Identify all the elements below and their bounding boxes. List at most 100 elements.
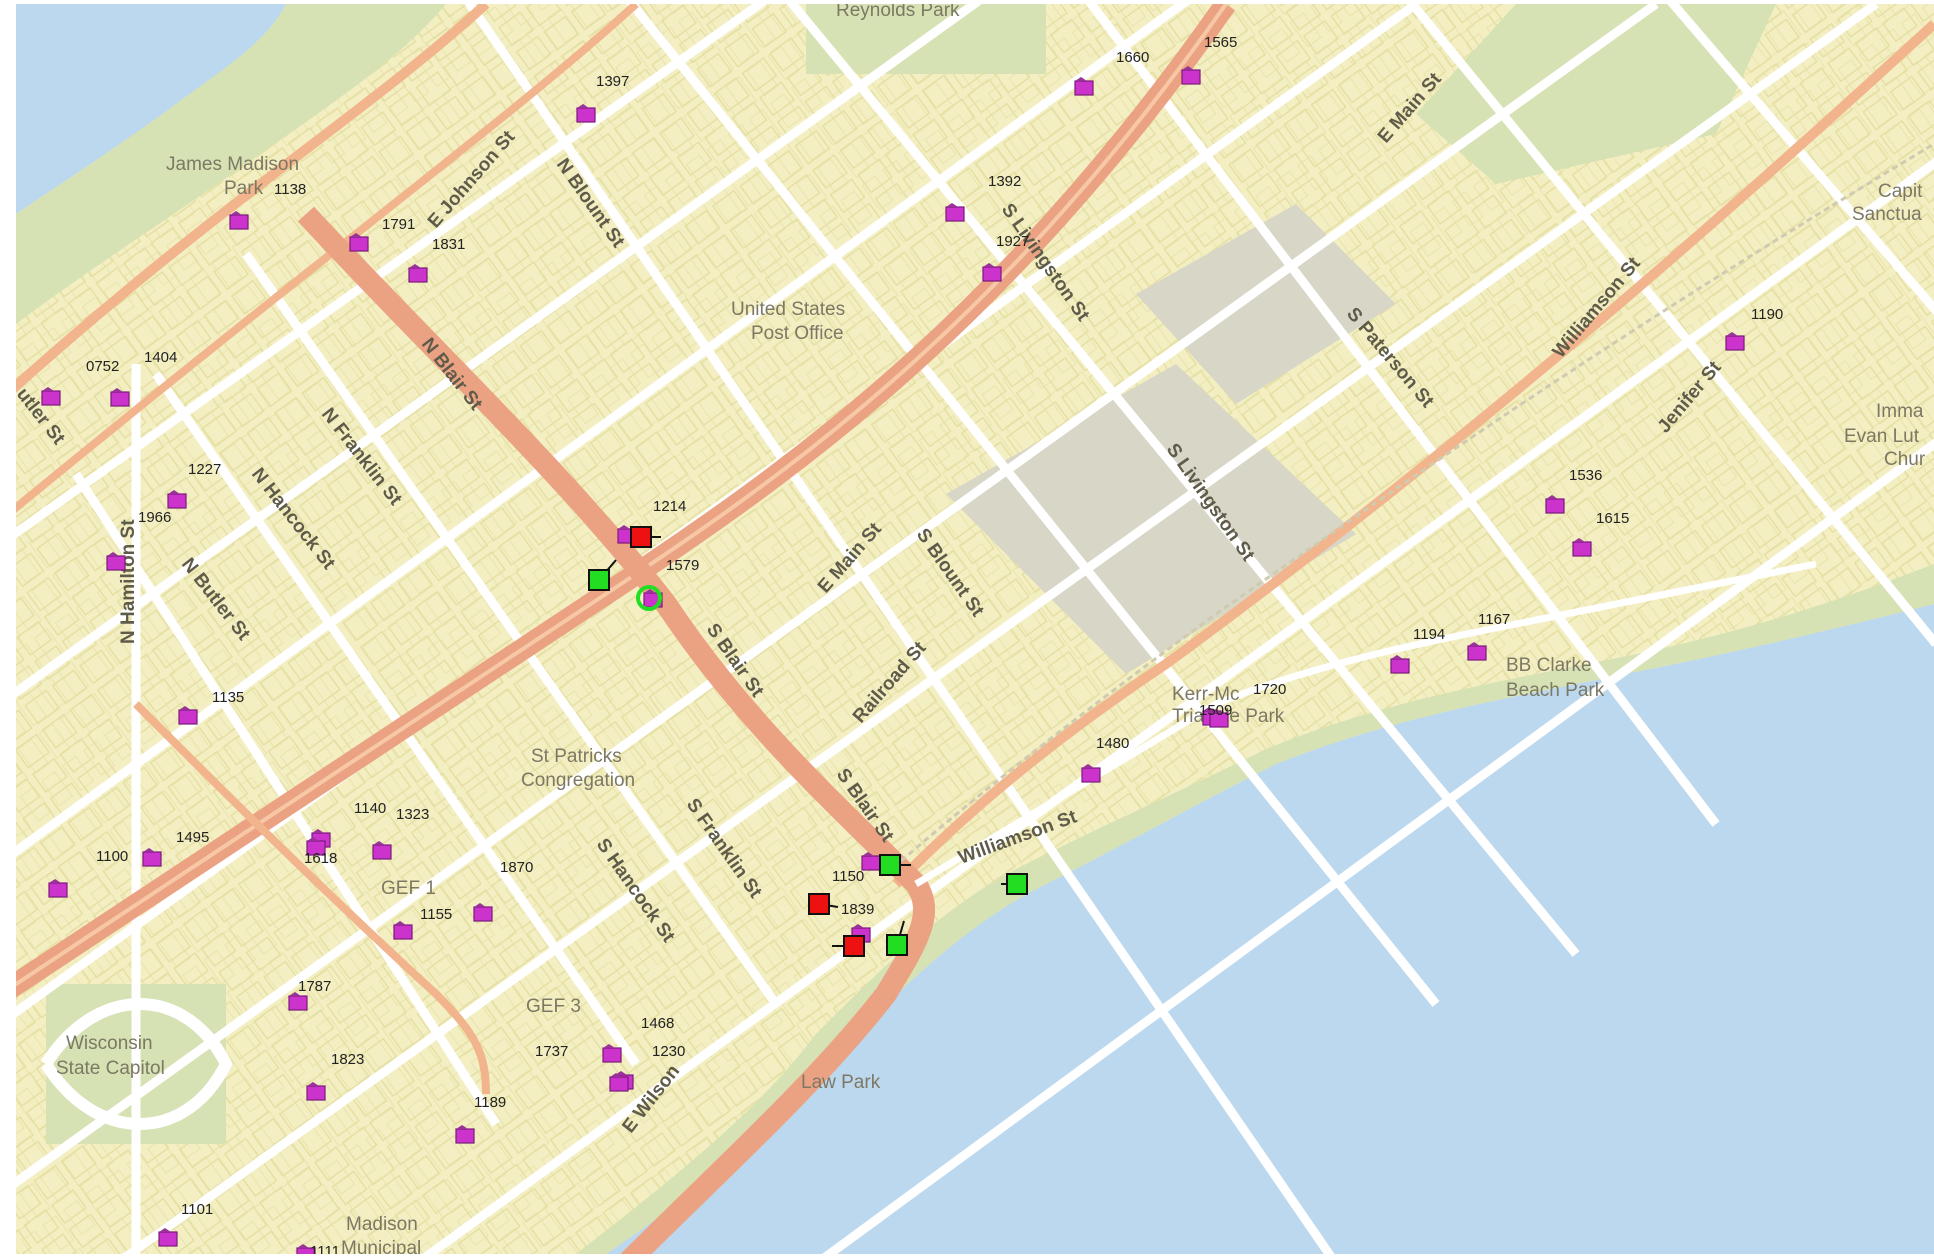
place-label: James Madison	[166, 154, 299, 175]
poi-marker[interactable]	[861, 852, 881, 871]
poi-number-label: 1404	[144, 349, 177, 366]
poi-marker[interactable]	[41, 387, 61, 406]
poi-marker[interactable]	[408, 264, 428, 283]
poi-marker[interactable]	[1467, 642, 1487, 661]
johnson-arterial	[16, 4, 490, 393]
poi-number-label: 1155	[420, 906, 452, 923]
shoreline-park-south	[576, 564, 1934, 1254]
poi-marker[interactable]	[1209, 709, 1229, 728]
poi-marker[interactable]	[178, 706, 198, 725]
poi-marker[interactable]	[306, 837, 326, 856]
poi-number-label: 1135	[212, 689, 244, 706]
place-label: Wisconsin	[66, 1033, 153, 1054]
poi-marker[interactable]	[393, 921, 413, 940]
poi-marker[interactable]	[1074, 77, 1094, 96]
poi-number-label: 1397	[596, 73, 629, 90]
poi-marker[interactable]	[296, 1244, 316, 1254]
poi-marker[interactable]	[106, 552, 126, 571]
poi-marker[interactable]	[306, 1082, 326, 1101]
poi-marker[interactable]	[473, 903, 493, 922]
poi-marker[interactable]	[1572, 538, 1592, 557]
poi-number-label: 1101	[181, 1201, 213, 1218]
place-label: Capit	[1878, 181, 1923, 202]
poi-marker[interactable]	[945, 203, 965, 222]
poi-marker[interactable]	[142, 848, 162, 867]
poi-marker[interactable]	[158, 1228, 178, 1247]
place-label: Imma	[1876, 401, 1924, 422]
place-label: Reynolds Park	[836, 4, 960, 21]
rail-corridor	[885, 142, 1934, 876]
place-label: State Capitol	[56, 1058, 165, 1079]
poi-labels: 1138139716601565139219271791183107521404…	[86, 34, 1783, 1254]
poi-number-label: 1323	[396, 806, 429, 823]
poi-number-label: 1167	[1478, 611, 1510, 628]
poi-number-label: 1660	[1116, 49, 1149, 66]
poi-number-label: 1791	[382, 216, 415, 233]
place-label: Sanctua	[1852, 204, 1922, 225]
poi-marker[interactable]	[229, 211, 249, 230]
place-label: Congregation	[521, 770, 635, 791]
place-label: Beach Park	[1506, 680, 1605, 701]
poi-marker[interactable]	[48, 879, 68, 898]
wilson-st	[133, 701, 490, 1095]
poi-number-label: 1190	[1751, 306, 1783, 323]
shoreline-park-north	[16, 4, 446, 324]
place-label: Chur	[1884, 449, 1926, 470]
poi-marker[interactable]	[1181, 66, 1201, 85]
sensor-green[interactable]	[1001, 873, 1028, 895]
poi-number-label: 1839	[841, 901, 874, 918]
poi-marker[interactable]	[349, 233, 369, 252]
place-label: Park	[224, 178, 264, 199]
poi-number-label: 1966	[138, 509, 171, 526]
poi-marker[interactable]	[982, 263, 1002, 282]
poi-marker[interactable]	[455, 1125, 475, 1144]
selection-ring[interactable]	[636, 585, 662, 611]
poi-number-label: 1150	[832, 868, 864, 885]
poi-marker[interactable]	[1545, 495, 1565, 514]
capitol-ring	[40, 998, 233, 1130]
poi-markers	[41, 66, 1745, 1254]
place-label: GEF 3	[526, 996, 581, 1017]
sensor-red[interactable]	[832, 935, 865, 957]
poi-number-label: 1194	[1413, 626, 1445, 643]
frame-left-margin	[0, 0, 16, 1259]
place-label: GEF 1	[381, 878, 436, 899]
poi-number-label: 1140	[354, 800, 386, 817]
poi-number-label: 1214	[653, 498, 686, 515]
poi-number-label: 1111	[310, 1243, 340, 1254]
place-label: Evan Lut	[1844, 426, 1920, 447]
poi-marker[interactable]	[576, 104, 596, 123]
sensor-red[interactable]	[808, 893, 839, 915]
poi-marker[interactable]	[288, 992, 308, 1011]
poi-number-label: 1787	[298, 978, 331, 995]
sensor-green[interactable]	[588, 559, 617, 591]
poi-marker[interactable]	[609, 1073, 629, 1092]
blair-st	[297, 206, 935, 1254]
place-label: St Patricks	[531, 746, 622, 767]
williamson-arterial	[892, 20, 1934, 888]
poi-marker[interactable]	[1725, 332, 1745, 351]
poi-marker[interactable]	[372, 841, 392, 860]
industrial-area-2	[1136, 204, 1396, 404]
lakeside-path	[914, 560, 1817, 888]
sensor-green[interactable]	[879, 854, 911, 876]
sensor-red[interactable]	[630, 526, 661, 548]
place-label: United States	[731, 299, 845, 320]
poi-number-label: 1831	[432, 236, 465, 253]
poi-marker[interactable]	[1081, 764, 1101, 783]
gorham-arterial	[16, 4, 639, 513]
sensor-green[interactable]	[886, 920, 908, 956]
place-label: Municipal	[341, 1238, 421, 1254]
poi-marker[interactable]	[110, 388, 130, 407]
poi-marker[interactable]	[1390, 655, 1410, 674]
poi-number-label: 1227	[188, 461, 221, 478]
poi-number-label: 1230	[652, 1043, 685, 1060]
poi-marker[interactable]	[167, 490, 187, 509]
poi-number-label: 1509	[1199, 702, 1232, 719]
poi-number-label: 1480	[1096, 735, 1129, 752]
poi-number-label: 1618	[304, 850, 337, 867]
poi-marker[interactable]	[602, 1044, 622, 1063]
poi-number-label: 1870	[500, 859, 533, 876]
